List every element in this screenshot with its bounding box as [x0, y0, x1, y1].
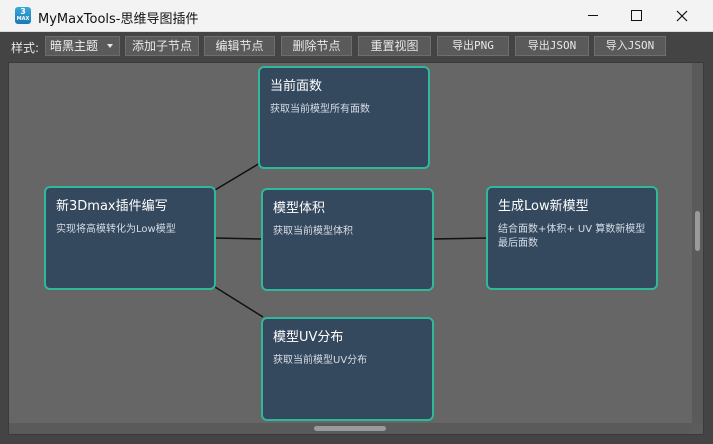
edge-root-uv [214, 286, 264, 318]
mindmap-canvas[interactable]: 新3Dmax插件编写 实现将高模转化为Low模型 当前面数 获取当前模型所有面数… [9, 63, 692, 423]
delete-node-button[interactable]: 删除节点 [281, 36, 352, 56]
node-title: 当前面数 [270, 79, 323, 94]
node-description: 获取当前模型所有面数 [270, 104, 370, 115]
app-logo-icon: 3 MAX [15, 7, 31, 24]
import-json-button[interactable]: 导入JSON [594, 36, 666, 56]
close-button[interactable] [659, 0, 705, 31]
node-description: 获取当前模型体积 [273, 226, 353, 237]
minimize-button[interactable] [570, 0, 616, 31]
reset-view-button[interactable]: 重置视图 [358, 36, 431, 56]
horizontal-scrollbar[interactable] [9, 423, 692, 434]
style-select[interactable]: 暗黑主题 [45, 36, 120, 56]
node-description: 结合面数+体积+ UV 算数新模型最后面数 [498, 224, 646, 249]
mindmap-node-face-count[interactable]: 当前面数 获取当前模型所有面数 [258, 66, 430, 169]
style-label: 样式: [11, 41, 40, 55]
window-title: MyMaxTools-思维导图插件 [38, 12, 199, 27]
export-json-button[interactable]: 导出JSON [515, 36, 589, 56]
edge-root-face [214, 162, 261, 191]
add-child-node-button[interactable]: 添加子节点 [125, 36, 199, 56]
node-title: 模型体积 [273, 201, 326, 216]
maximize-icon [630, 10, 642, 21]
style-select-value: 暗黑主题 [50, 39, 99, 53]
mindmap-node-root[interactable]: 新3Dmax插件编写 实现将高模转化为Low模型 [44, 186, 216, 290]
vertical-scroll-thumb[interactable] [695, 211, 700, 251]
toolbar: 样式: 暗黑主题 添加子节点 编辑节点 删除节点 重置视图 导出PNG 导出JS… [0, 32, 713, 60]
chevron-down-icon [107, 44, 113, 48]
export-png-button[interactable]: 导出PNG [437, 36, 509, 56]
mindmap-node-volume[interactable]: 模型体积 获取当前模型体积 [261, 188, 434, 291]
mindmap-edges [214, 162, 489, 318]
node-description: 获取当前模型UV分布 [273, 355, 368, 366]
maximize-button[interactable] [613, 0, 659, 31]
node-title: 模型UV分布 [273, 330, 344, 345]
mindmap-node-uv[interactable]: 模型UV分布 获取当前模型UV分布 [261, 317, 434, 421]
title-bar: 3 MAX MyMaxTools-思维导图插件 [0, 0, 713, 32]
edge-volume-lowpoly [432, 237, 489, 240]
edge-root-volume [214, 237, 263, 240]
close-icon [676, 10, 688, 21]
node-title: 新3Dmax插件编写 [56, 199, 168, 214]
mindmap-node-lowpoly[interactable]: 生成Low新模型 结合面数+体积+ UV 算数新模型最后面数 [486, 186, 658, 290]
horizontal-scroll-thumb[interactable] [314, 426, 386, 431]
node-description: 实现将高模转化为Low模型 [56, 224, 176, 235]
edit-node-button[interactable]: 编辑节点 [204, 36, 275, 56]
node-title: 生成Low新模型 [498, 199, 589, 214]
vertical-scrollbar[interactable] [692, 63, 703, 423]
minimize-icon [588, 15, 598, 16]
